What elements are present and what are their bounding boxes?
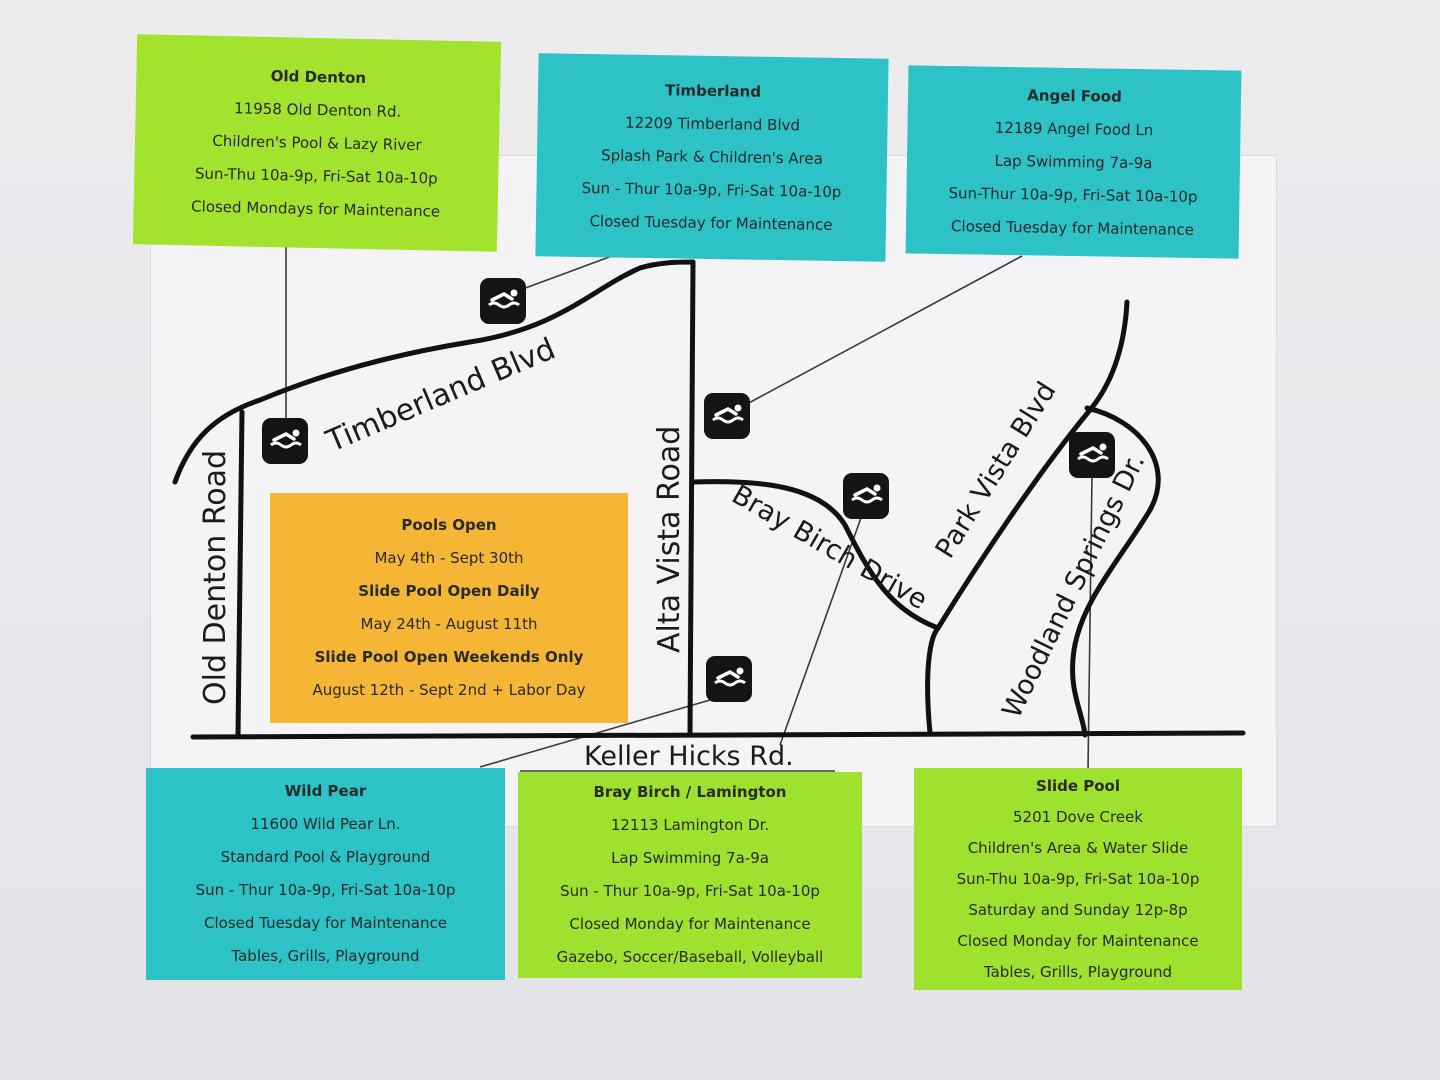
road-park-vista (925, 299, 1130, 736)
pool-feature: Children's Pool & Lazy River (212, 131, 422, 154)
pool-hours: Sun - Thur 10a-9p, Fri-Sat 10a-10p (581, 178, 842, 202)
connector-timberland (519, 255, 613, 291)
pool-closed: Closed Monday for Maintenance (569, 915, 811, 933)
pool-amenities: Tables, Grills, Playground (231, 947, 420, 965)
slide-weekends-label: Slide Pool Open Weekends Only (314, 648, 584, 666)
pool-closed: Closed Monday for Maintenance (957, 931, 1199, 950)
connector-angel-food (744, 255, 1023, 406)
swimmer-icon (1069, 432, 1115, 478)
pool-address: 5201 Dove Creek (1013, 807, 1143, 826)
road-bray-birch (690, 479, 941, 631)
pools-open-title: Pools Open (401, 516, 497, 534)
pool-closed: Closed Tuesday for Maintenance (589, 212, 833, 234)
pool-hours: Sun - Thur 10a-9p, Fri-Sat 10a-10p (560, 882, 820, 900)
pool-card-old-denton: Old Denton 11958 Old Denton Rd. Children… (132, 34, 502, 252)
pool-card-bray-birch: Bray Birch / Lamington 12113 Lamington D… (518, 772, 862, 978)
pool-feature: Lap Swimming 7a-9a (611, 849, 769, 867)
pool-feature: Splash Park & Children's Area (600, 146, 824, 168)
pool-title: Old Denton (270, 66, 367, 87)
pool-address: 12209 Timberland Blvd (624, 113, 801, 135)
pool-amenities: Tables, Grills, Playground (983, 962, 1173, 981)
swimmer-icon (262, 418, 308, 464)
road-label-bray-birch: Bray Birch Drive (727, 479, 933, 616)
pool-title: Wild Pear (284, 782, 367, 800)
swimmer-icon (704, 393, 750, 439)
pool-closed: Closed Tuesday for Maintenance (950, 216, 1195, 239)
road-label-keller-hicks: Keller Hicks Rd. (584, 741, 794, 772)
pool-address: 11600 Wild Pear Ln. (250, 815, 401, 833)
swimmer-icon (706, 656, 752, 702)
road-timberland (172, 259, 696, 485)
road-label-timberland: Timberland Blvd (321, 331, 561, 459)
road-alta-vista (687, 259, 696, 738)
pool-address: 12113 Lamington Dr. (610, 816, 770, 834)
road-old-denton (235, 409, 245, 738)
road-woodland-springs (1070, 405, 1161, 738)
pool-closed: Closed Mondays for Maintenance (190, 196, 441, 221)
pools-open-card: Pools Open May 4th - Sept 30th Slide Poo… (270, 493, 628, 723)
pool-card-wild-pear: Wild Pear 11600 Wild Pear Ln. Standard P… (146, 768, 505, 980)
pool-title: Slide Pool (1036, 776, 1120, 795)
road-keller-hicks (190, 730, 1246, 740)
swimmer-icon (480, 278, 526, 324)
road-label-alta-vista: Alta Vista Road (652, 426, 687, 653)
swimmer-icon (843, 473, 889, 519)
pool-address: 11958 Old Denton Rd. (233, 98, 402, 121)
slide-weekends-dates: August 12th - Sept 2nd + Labor Day (312, 681, 586, 699)
pool-hours: Sun-Thu 10a-9p, Fri-Sat 10a-10p (194, 163, 438, 188)
pools-open-dates: May 4th - Sept 30th (374, 549, 524, 567)
pool-feature: Children's Area & Water Slide (967, 838, 1189, 857)
pool-closed: Closed Tuesday for Maintenance (204, 914, 447, 932)
pool-amenities: Gazebo, Soccer/Baseball, Volleyball (556, 948, 824, 966)
pool-feature: Standard Pool & Playground (220, 848, 431, 866)
pool-hours: Sun-Thur 10a-9p, Fri-Sat 10a-10p (948, 183, 1198, 206)
pool-title: Bray Birch / Lamington (593, 783, 787, 801)
pool-address: 12189 Angel Food Ln (994, 118, 1154, 139)
connector-slide-pool (1087, 474, 1093, 771)
pool-hours: Sun-Thu 10a-9p, Fri-Sat 10a-10p (956, 869, 1200, 888)
pool-card-angel-food: Angel Food 12189 Angel Food Ln Lap Swimm… (905, 65, 1242, 259)
slide-daily-dates: May 24th - August 11th (360, 615, 538, 633)
connector-bray-birch (779, 514, 863, 746)
road-label-old-denton: Old Denton Road (198, 450, 233, 705)
pool-feature: Lap Swimming 7a-9a (994, 151, 1153, 172)
slide-daily-label: Slide Pool Open Daily (358, 582, 540, 600)
pool-card-timberland: Timberland 12209 Timberland Blvd Splash … (535, 53, 889, 262)
pool-hours: Sun - Thur 10a-9p, Fri-Sat 10a-10p (195, 881, 456, 899)
pool-weekend-hours: Saturday and Sunday 12p-8p (968, 900, 1188, 919)
pool-title: Angel Food (1027, 85, 1122, 106)
pool-card-slide-pool: Slide Pool 5201 Dove Creek Children's Ar… (914, 768, 1242, 990)
pool-title: Timberland (664, 81, 762, 101)
